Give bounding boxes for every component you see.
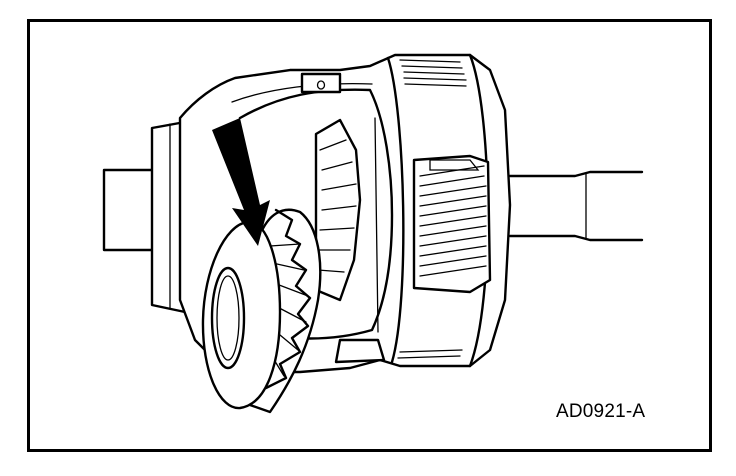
left-axle-shaft	[102, 168, 157, 252]
indicator-arrow	[212, 118, 270, 246]
thrust-washer	[201, 220, 282, 410]
right-axle-shaft	[508, 170, 644, 242]
figure-id-label: AD0921-A	[556, 401, 646, 422]
